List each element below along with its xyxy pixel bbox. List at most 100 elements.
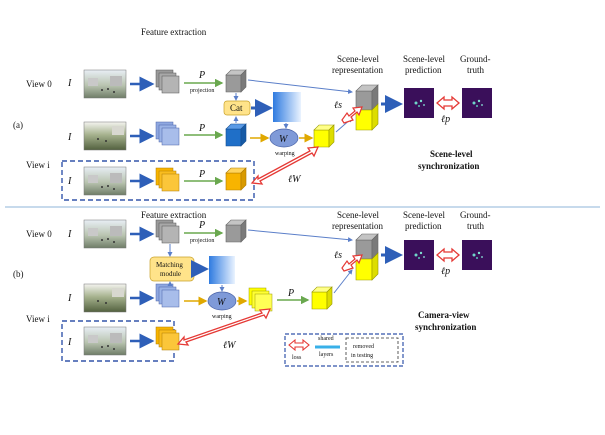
panel-a-scene-pred-2: prediction — [405, 65, 442, 75]
panel-a-scene-rep-2: representation — [332, 65, 383, 75]
panel-b-gray-stack — [155, 219, 180, 244]
panel-b-warp-ellipse — [207, 291, 237, 311]
panel-a-scene-pred-1: Scene-level — [403, 54, 445, 64]
panel-a-warped-cube — [313, 124, 335, 148]
panel-a-blue-cube — [225, 123, 247, 147]
panel-b-matching-1: Matching — [156, 261, 183, 269]
panel-b-loss-s-arrow — [341, 254, 363, 272]
panel-b-gt-2: truth — [467, 221, 484, 231]
panel-b-title-1: Camera-view — [418, 310, 470, 320]
panel-a-cat-label: Cat — [230, 103, 243, 113]
panel-a-scene-rep-cubes — [355, 84, 379, 131]
panel-a-view0-label: View 0 — [26, 79, 52, 89]
panel-b-orange-stack — [155, 326, 180, 351]
panel-a-prediction-image — [404, 88, 434, 118]
legend-loss: loss — [292, 355, 302, 361]
panel-a-gray-to-rep — [247, 79, 353, 95]
panel-b-yellow-stack — [248, 287, 273, 312]
panel-a-proj-symbol-2: P — [198, 123, 205, 134]
legend-shared-1: shared — [318, 336, 334, 342]
panel-b-view0-image — [83, 219, 127, 249]
panel-b-prediction-image — [404, 240, 434, 270]
legend-shared-2: layers — [319, 352, 334, 358]
panel-b-proj-label: projection — [190, 238, 214, 244]
panel-b-loss-w: ℓW — [223, 340, 237, 351]
panel-b-input-top: I — [67, 229, 72, 240]
panel-a-warp-label: warping — [275, 151, 295, 157]
panel-b-gray-to-rep — [247, 229, 353, 243]
panel-a-input-mid: I — [67, 132, 72, 143]
panel-a-loss-w-arrow — [250, 146, 320, 185]
panel-b-loss-s: ℓs — [334, 250, 342, 261]
panel-a-view0-image — [83, 69, 127, 99]
panel-b-loss-w-arrow — [176, 308, 272, 346]
panel-a-cat-box — [223, 100, 251, 116]
legend-removed-1: removed — [353, 344, 374, 350]
legend-removed-box — [345, 337, 399, 363]
panel-a-blue-stack — [155, 121, 180, 146]
panel-a-warp-symbol: W — [279, 134, 289, 145]
panel-b-ground-truth-image — [462, 240, 492, 270]
panel-b-offset-map — [209, 256, 235, 284]
panel-a-feature-extraction: Feature extraction — [141, 27, 207, 37]
panel-b-viewi-label: View i — [26, 314, 50, 324]
panel-a-loss-p-arrow — [436, 95, 460, 111]
panel-b-gt-1: Ground- — [460, 210, 491, 220]
panel-a-title-1: Scene-level — [430, 149, 473, 159]
panel-b-view0-label: View 0 — [26, 229, 52, 239]
panel-b-warp-label: warping — [212, 314, 232, 320]
panel-b-loss-p-arrow — [436, 247, 460, 263]
panel-a: (a) View 0 View i I I I Feature extracti… — [13, 27, 492, 201]
panel-a-input-top: I — [67, 78, 72, 89]
panel-a-input-bot: I — [67, 176, 72, 187]
panel-b-scene-rep-2: representation — [332, 221, 383, 231]
panel-b-yellow-cube — [311, 286, 333, 310]
panel-a-gt-2: truth — [467, 65, 484, 75]
panel-b-scene-pred-2: prediction — [405, 221, 442, 231]
panel-a-proj-symbol: P — [198, 70, 205, 81]
legend-box — [284, 333, 404, 367]
panel-b-tag: (b) — [13, 269, 24, 279]
panel-a-tag: (a) — [13, 120, 23, 130]
panel-b-yellow-to-rep — [333, 269, 353, 294]
legend-removed-2: in testing — [351, 353, 373, 359]
panel-b-proj-symbol: P — [198, 220, 205, 231]
panel-a-title-2: synchronization — [418, 161, 479, 171]
panel-b-feature-extraction: Feature extraction — [141, 210, 207, 220]
panel-b: (b) View 0 View i I I I Feature extracti… — [13, 210, 492, 367]
panel-a-viewi-image — [83, 121, 127, 151]
panel-a-gray-cube — [225, 69, 247, 93]
panel-a-proj-label: projection — [190, 88, 214, 94]
panel-b-warp-symbol: W — [217, 297, 227, 308]
panel-a-loss-s: ℓs — [334, 100, 342, 111]
panel-a-loss-p: ℓp — [441, 114, 450, 125]
panel-b-scene-rep-cubes — [355, 233, 379, 281]
panel-a-ground-truth-image — [462, 88, 492, 118]
panel-b-gray-cube — [225, 219, 247, 243]
panel-a-viewi-t0-image — [83, 166, 127, 196]
panel-a-loss-s-arrow — [341, 106, 363, 124]
panel-b-proj-symbol-2: P — [287, 288, 294, 299]
panel-b-viewi-image — [83, 283, 127, 313]
panel-b-scene-pred-1: Scene-level — [403, 210, 445, 220]
legend-loss-arrow — [288, 338, 310, 352]
panel-b-scene-rep-1: Scene-level — [337, 210, 379, 220]
panel-a-gray-stack — [155, 69, 180, 94]
panel-a-orange-cube — [225, 167, 247, 191]
panel-b-blue-stack — [155, 283, 180, 308]
panel-a-viewi-label: View i — [26, 160, 50, 170]
panel-b-loss-p: ℓp — [441, 266, 450, 277]
panel-a-loss-w: ℓW — [288, 174, 302, 185]
panel-a-offset-map — [273, 92, 301, 122]
panel-a-proj-symbol-3: P — [198, 169, 205, 180]
panel-a-scene-rep-1: Scene-level — [337, 54, 379, 64]
panel-b-input-bot: I — [67, 337, 72, 348]
panel-b-matching-2: module — [160, 270, 181, 278]
panel-a-gt-1: Ground- — [460, 54, 491, 64]
panel-b-viewi-t0-image — [83, 326, 127, 356]
panel-a-orange-stack — [155, 167, 180, 192]
panel-b-title-2: synchronization — [415, 322, 476, 332]
panel-a-warp-ellipse — [269, 128, 299, 148]
